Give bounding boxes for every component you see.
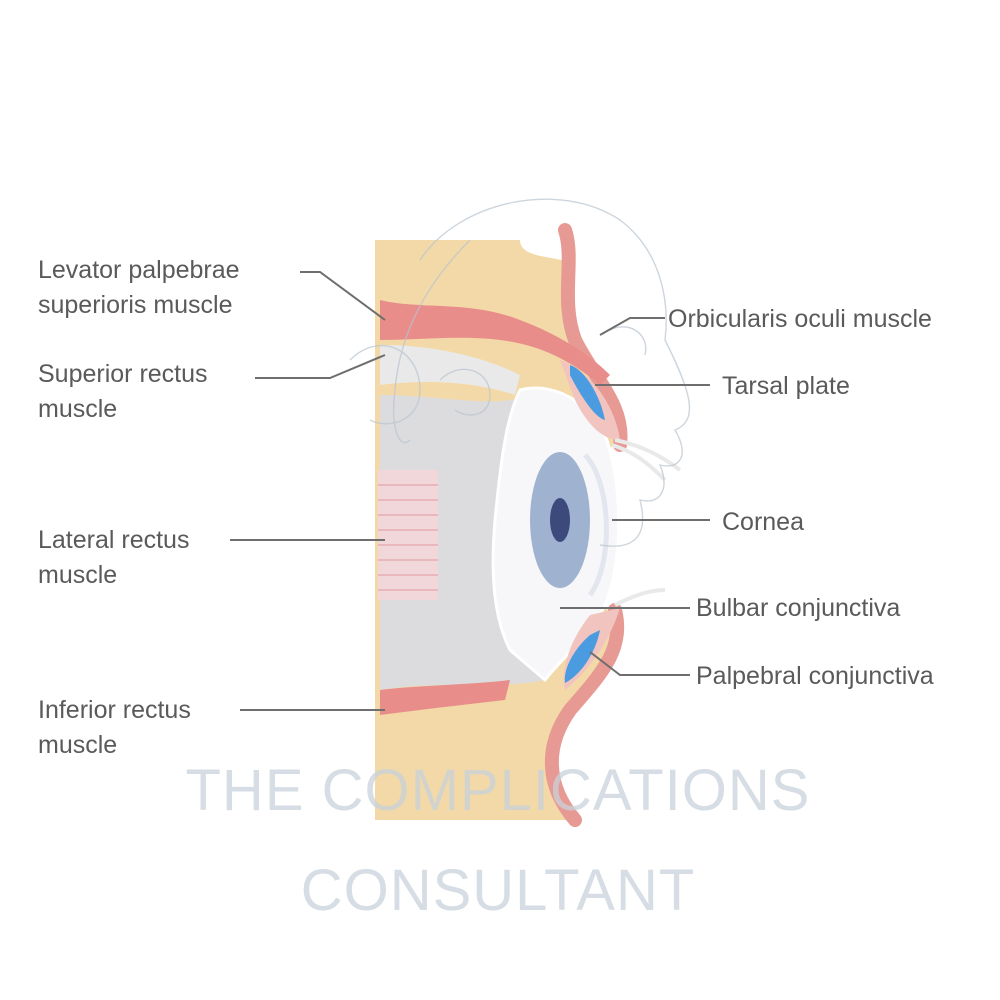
label-levator-line2: superioris muscle: [38, 291, 233, 319]
leader-orbicularis: [599, 317, 665, 336]
leader-palpebral: [589, 651, 690, 676]
label-palpebral: Palpebral conjunctiva: [696, 662, 934, 690]
label-lateral-rectus-line2: muscle: [38, 561, 117, 589]
leader-superior-rectus: [255, 354, 386, 379]
watermark-face-outline: [349, 198, 691, 547]
leader-levator: [300, 271, 386, 321]
label-inferior-rectus-line2: muscle: [38, 731, 117, 759]
skin-edge-lower: [544, 603, 625, 827]
label-tarsal: Tarsal plate: [722, 372, 850, 400]
upper-eyelashes: [611, 438, 682, 482]
lower-eyelashes: [614, 588, 666, 607]
skin-edge: [558, 223, 628, 452]
watermark-line2: CONSULTANT: [301, 858, 696, 923]
label-inferior-rectus-line1: Inferior rectus: [38, 696, 191, 724]
label-orbicularis: Orbicularis oculi muscle: [668, 305, 932, 333]
tarsal-plate-shape: [570, 365, 605, 420]
palpebral-conjunctiva-shape: [564, 630, 600, 683]
label-bulbar: Bulbar conjunctiva: [696, 594, 900, 622]
pupil: [550, 498, 570, 542]
superior-rectus-shape: [380, 345, 520, 395]
lateral-rectus-shape: [378, 470, 438, 600]
label-superior-rectus-line2: muscle: [38, 395, 117, 423]
label-cornea: Cornea: [722, 508, 804, 536]
cornea-shape: [583, 453, 609, 597]
lateral-rectus-striations: [378, 484, 438, 591]
levator-muscle-shape: [380, 300, 610, 385]
inferior-rectus-shape: [380, 680, 510, 715]
label-superior-rectus-line1: Superior rectus: [38, 360, 208, 388]
label-levator-line1: Levator palpebrae: [38, 256, 240, 284]
watermark-line1: THE COMPLICATIONS: [186, 758, 811, 823]
label-lateral-rectus-line1: Lateral rectus: [38, 526, 189, 554]
